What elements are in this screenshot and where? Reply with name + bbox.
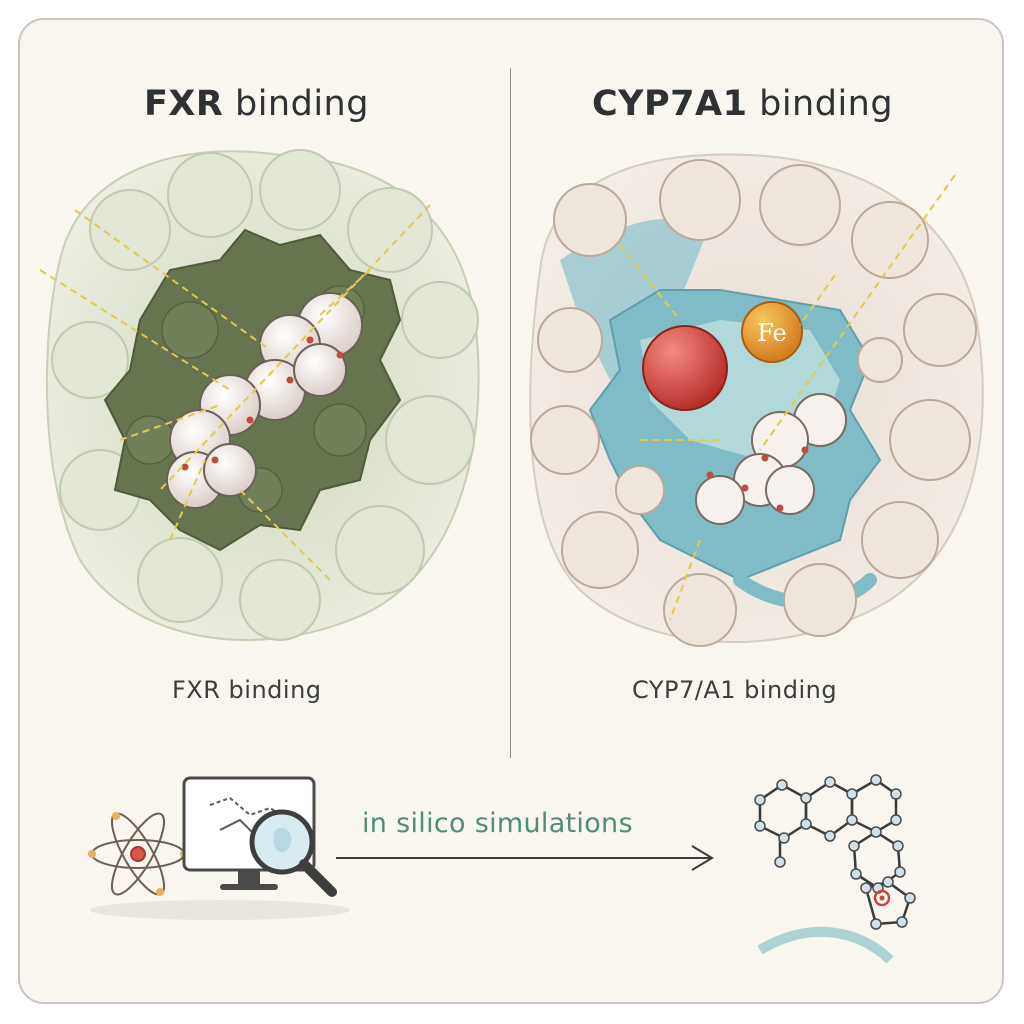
cyp7a1-title-bold: CYP7A1 xyxy=(592,84,748,124)
heme-iron-label: Fe xyxy=(757,319,787,347)
cyp7a1-caption: CYP7/A1 binding xyxy=(632,676,838,704)
workflow-row xyxy=(88,774,916,964)
ligand-oxygen-sphere xyxy=(642,325,728,411)
panel-divider xyxy=(510,68,511,758)
workflow-label: in silico simulations xyxy=(362,808,633,839)
molecule-structure-icon xyxy=(754,774,916,964)
fxr-title-rest: binding xyxy=(223,84,369,124)
fxr-caption: FXR binding xyxy=(172,676,322,704)
cyp7a1-binding-pocket: Fe xyxy=(529,153,984,647)
fxr-title-bold: FXR xyxy=(144,84,224,124)
heme-iron-sphere xyxy=(741,301,803,363)
atom-icon xyxy=(88,812,188,896)
fxr-binding-pocket xyxy=(39,149,480,641)
workflow-arrow-head xyxy=(691,845,714,871)
cyp7a1-title-rest: binding xyxy=(747,84,894,124)
magnifier-icon xyxy=(249,809,337,897)
fxr-panel-title: FXR binding xyxy=(144,84,369,124)
cyp7a1-panel-title: CYP7A1 binding xyxy=(592,84,893,124)
figure-frame: Fe FXR binding CYP7A1 binding FXR bindin… xyxy=(18,18,1004,1004)
